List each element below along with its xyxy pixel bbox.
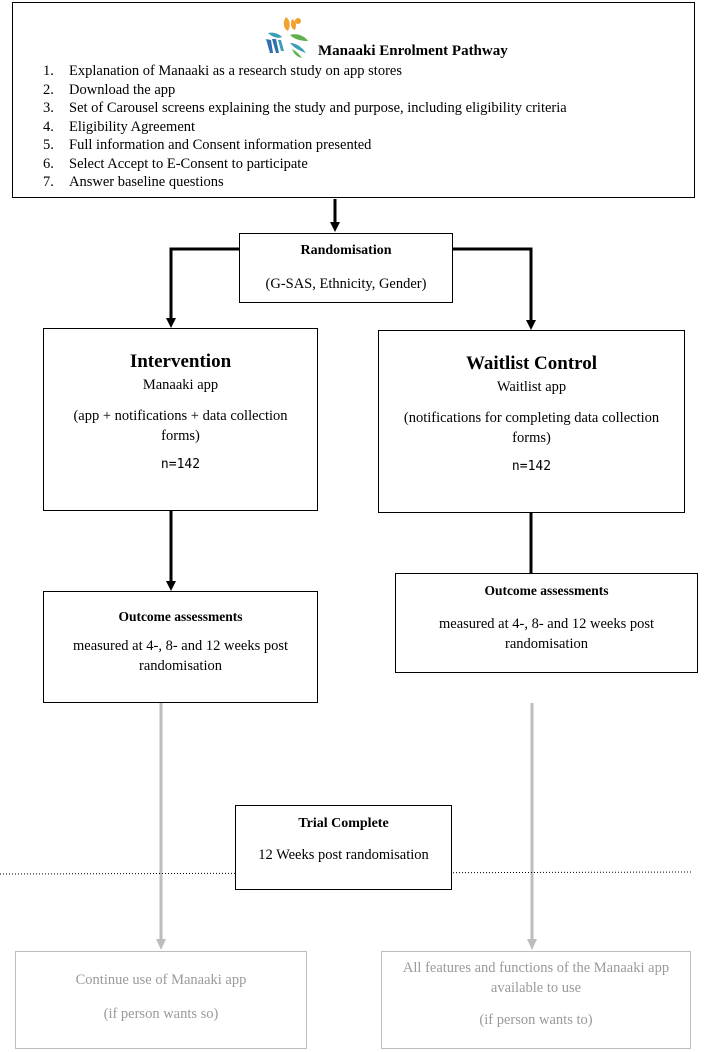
intervention-title: Intervention — [129, 351, 232, 372]
enrolment-step: 3.Set of Carousel screens explaining the… — [43, 100, 567, 116]
enrolment-step: 1.Explanation of Manaaki as a research s… — [43, 63, 402, 79]
trial-complete-title: Trial Complete — [298, 816, 389, 831]
arrow-outcome1-to-continue-head — [156, 939, 166, 950]
waitlist-description: (notifications for completing data colle… — [403, 410, 660, 446]
arrow-rand-to-waitlist-head — [526, 320, 536, 330]
enrolment-step: 4.Eligibility Agreement — [43, 118, 196, 135]
waitlist-title: Waitlist Control — [465, 353, 598, 374]
dotted-divider — [0, 871, 693, 875]
waitlist-n: n=142 — [511, 459, 552, 474]
intervention-app: Manaaki app — [142, 377, 219, 393]
arrow-rand-to-waitlist — [453, 247, 533, 322]
post-intervention-line1: Continue use of Manaaki app — [75, 972, 247, 988]
post-intervention-line2: (if person wants so) — [103, 1006, 219, 1022]
intervention-box: Intervention Manaaki app (app + notifica… — [43, 328, 318, 511]
post-intervention-box: Continue use of Manaaki app (if person w… — [15, 951, 307, 1049]
waitlist-box: Waitlist Control Waitlist app (notificat… — [378, 330, 685, 513]
outcome-intervention-text: measured at 4-, 8- and 12 weeks post ran… — [72, 638, 289, 674]
manaaki-logo-icon — [266, 17, 308, 58]
trial-complete-box: Trial Complete 12 Weeks post randomisati… — [235, 805, 452, 890]
arrow-rand-to-intervention — [169, 247, 239, 320]
outcome-waitlist-text: measured at 4-, 8- and 12 weeks post ran… — [438, 616, 655, 652]
enrolment-step: 7.Answer baseline questions — [43, 174, 224, 190]
randomisation-box: Randomisation (G-SAS, Ethnicity, Gender) — [239, 233, 453, 303]
arrow-intervention-to-outcome-head — [166, 581, 176, 591]
enrolment-step: 6.Select Accept to E-Consent to particip… — [43, 155, 308, 172]
intervention-n: n=142 — [160, 457, 201, 472]
arrow-enrol-to-rand-head — [330, 222, 340, 232]
outcome-intervention-box: Outcome assessments measured at 4-, 8- a… — [43, 591, 318, 703]
randomisation-factors: (G-SAS, Ethnicity, Gender) — [265, 276, 427, 292]
arrow-rand-to-intervention-head — [166, 318, 176, 328]
trial-complete-text: 12 Weeks post randomisation — [258, 847, 429, 863]
randomisation-title: Randomisation — [300, 243, 392, 258]
enrolment-steps-list: 1.Explanation of Manaaki as a research s… — [43, 62, 567, 192]
outcome-intervention-title: Outcome assessments — [118, 609, 243, 624]
enrolment-pathway-box: Manaaki Enrolment Pathway 1.Explanation … — [12, 2, 695, 198]
outcome-waitlist-box: Outcome assessments measured at 4-, 8- a… — [395, 573, 698, 673]
enrolment-step: 2.Download the app — [43, 81, 176, 98]
intervention-description: (app + notifications + data collection f… — [73, 408, 288, 444]
arrow-outcome2-to-features-head — [527, 939, 537, 950]
post-waitlist-line2: (if person wants to) — [479, 1012, 593, 1028]
outcome-waitlist-title: Outcome assessments — [484, 583, 609, 598]
post-waitlist-box: All features and functions of the Manaak… — [381, 951, 691, 1049]
waitlist-app: Waitlist app — [496, 379, 567, 395]
enrolment-title: Manaaki Enrolment Pathway — [318, 43, 508, 59]
enrolment-step: 5.Full information and Consent informati… — [43, 137, 372, 153]
post-waitlist-line1: All features and functions of the Manaak… — [402, 960, 670, 996]
